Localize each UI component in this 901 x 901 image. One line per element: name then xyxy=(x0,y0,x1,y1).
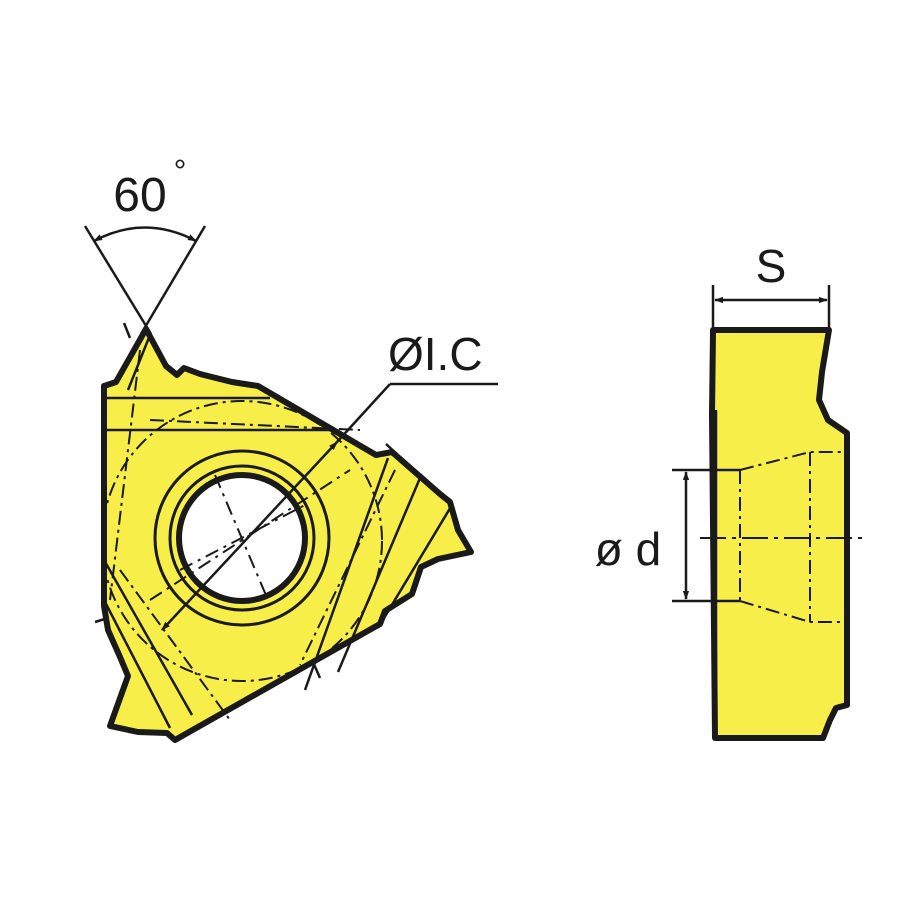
insert-front-view xyxy=(94,322,474,743)
hole-diameter-dimension: ø d xyxy=(595,468,714,603)
angle-dimension: 60 ° xyxy=(83,153,207,335)
thickness-dimension: S xyxy=(711,240,831,328)
thickness-label: S xyxy=(756,240,787,292)
ic-dimension: ØI.C xyxy=(161,328,498,631)
angle-unit-label: ° xyxy=(174,153,187,189)
angle-label: 60 xyxy=(113,169,166,222)
insert-edge-lines xyxy=(102,334,454,729)
ic-label: ØI.C xyxy=(388,328,483,380)
insert-side-view xyxy=(700,327,866,741)
side-body xyxy=(709,327,850,741)
hole-diameter-label: ø d xyxy=(595,523,661,575)
insert-phantom-lines xyxy=(101,349,396,721)
tick-marks xyxy=(94,322,399,679)
